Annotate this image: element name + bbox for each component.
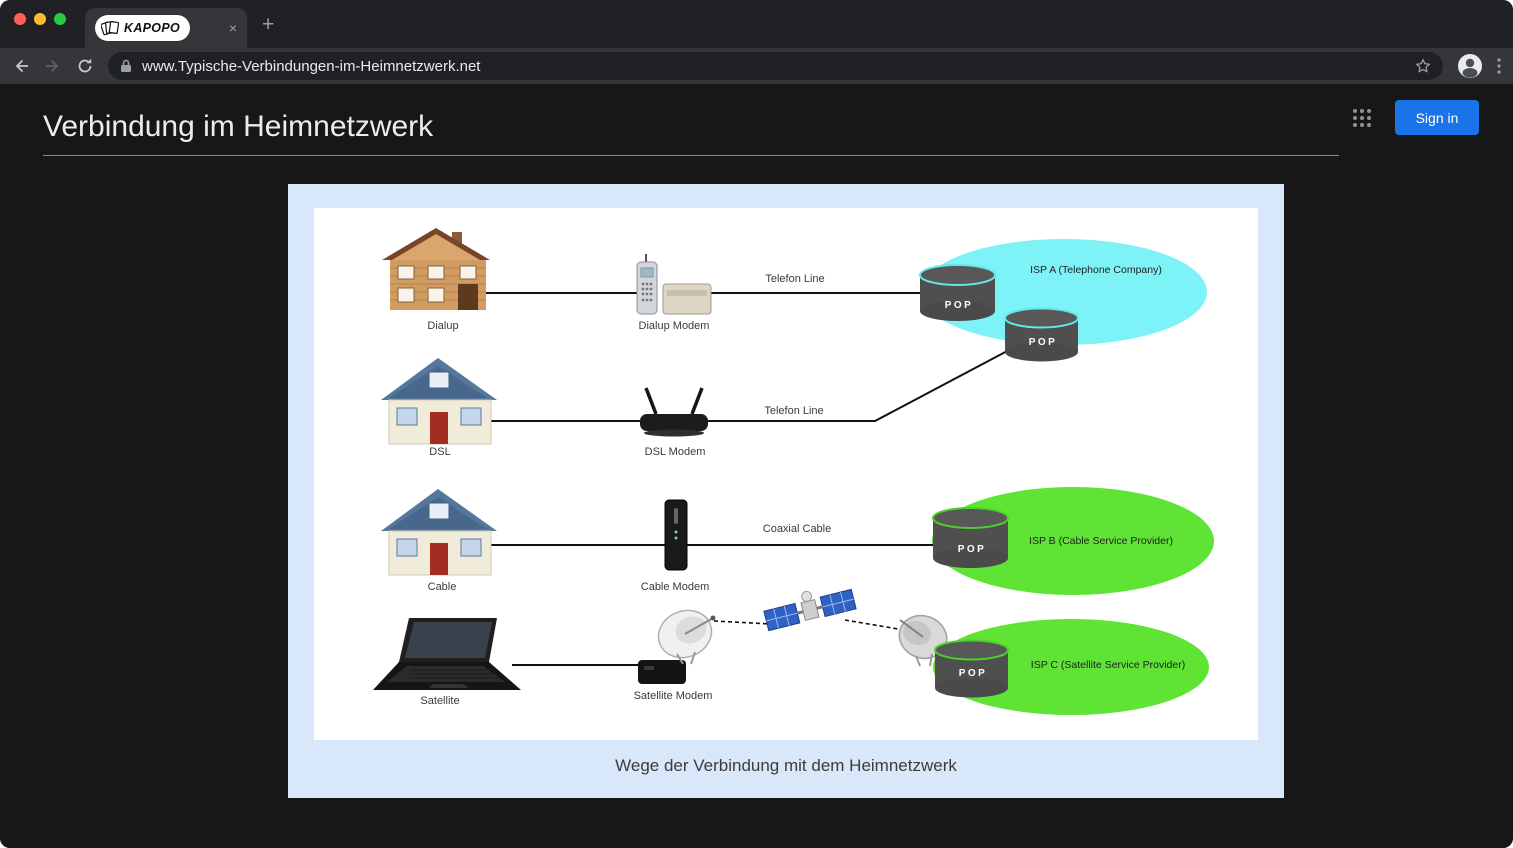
address-bar[interactable]: www.Typische-Verbindungen-im-Heimnetzwer… [108,52,1443,80]
kebab-menu-icon [1497,58,1501,74]
arrow-right-icon [46,59,59,73]
cable-label: Cable [427,581,457,593]
cable-modem-label: Cable Modem [640,581,710,593]
isp-a-label: ISP A (Telephone Company) [1030,264,1162,276]
coaxial-cable-label: Coaxial Cable [762,523,832,535]
dsl-modem-icon [640,387,708,437]
star-icon [1415,58,1431,73]
apps-grid-button[interactable] [1352,108,1372,133]
close-window-button[interactable] [14,13,26,25]
window-controls [14,13,66,25]
page-content: Verbindung im Heimnetzwerk Sign in [0,84,1513,848]
dialup-label: Dialup [427,320,459,332]
cable-modem-icon [664,499,688,571]
page-title: Verbindung im Heimnetzwerk [43,110,434,143]
lock-icon [121,59,131,72]
pop-label-a1: POP [944,300,974,311]
dialup-modem-icon [636,254,712,315]
browser-toolbar: www.Typische-Verbindungen-im-Heimnetzwer… [0,48,1513,84]
telefon-line-label-2: Telefon Line [764,405,824,417]
tab-close-icon[interactable]: × [228,20,237,36]
back-button[interactable] [12,57,30,75]
profile-button[interactable] [1457,53,1483,79]
pop-cylinder-isp-a1 [919,264,996,321]
satellite-icon [763,588,857,632]
pop-cylinder-isp-b [932,507,1009,568]
isp-c-label: ISP C (Satellite Service Provider) [1030,659,1186,671]
reload-icon [78,58,92,73]
satellite-link-lines [713,619,911,632]
minimize-window-button[interactable] [34,13,46,25]
network-diagram-graphic [373,228,1214,715]
browser-menu-button[interactable] [1497,57,1501,75]
title-underline [43,155,1339,156]
site-logo: KAPOPO [95,15,190,41]
pop-label-c: POP [958,668,988,679]
dialup-house-icon [382,228,490,310]
tab-strip: KAPOPO × + [0,0,1513,48]
pop-label-b: POP [957,544,987,555]
url-text: www.Typische-Verbindungen-im-Heimnetzwer… [142,57,481,75]
bookmark-star-button[interactable] [1415,58,1431,74]
diagram-caption: Wege der Verbindung mit dem Heimnetzwerk [615,756,957,775]
isp-a-ellipse [921,239,1207,345]
new-tab-button[interactable]: + [262,13,275,36]
grid-dots-icon [1353,109,1371,127]
sign-in-button[interactable]: Sign in [1395,100,1479,135]
satellite-laptop-icon [373,618,521,690]
diagram-panel: Dialup Dialup Modem Telefon Line ISP A (… [288,184,1284,798]
arrow-left-icon [15,59,28,73]
cards-fan-icon [101,21,120,36]
dsl-modem-label: DSL Modem [644,446,706,458]
satellite-modem-icon [638,660,686,684]
fullscreen-window-button[interactable] [54,13,66,25]
reload-button[interactable] [76,57,94,75]
dialup-modem-label: Dialup Modem [638,320,710,332]
satellite-dish-icon [657,609,716,665]
pop-label-a2: POP [1028,337,1058,348]
telefon-line-label-1: Telefon Line [765,273,825,285]
cable-house-icon [380,488,498,576]
satellite-modem-label: Satellite Modem [633,690,713,702]
diagram-canvas: Dialup Dialup Modem Telefon Line ISP A (… [314,208,1258,740]
forward-button[interactable] [44,57,62,75]
isp-b-label: ISP B (Cable Service Provider) [1029,535,1173,547]
dsl-house-icon [380,357,498,445]
avatar-icon [1458,54,1482,78]
connection-lines [486,292,1012,666]
pop-cylinder-isp-c [934,639,1009,698]
pop-cylinder-isp-a2 [1004,307,1079,362]
tab-title: KAPOPO [124,21,180,35]
browser-tab[interactable]: KAPOPO × [85,8,247,48]
satellite-label: Satellite [420,695,460,707]
dsl-label: DSL [429,446,451,458]
